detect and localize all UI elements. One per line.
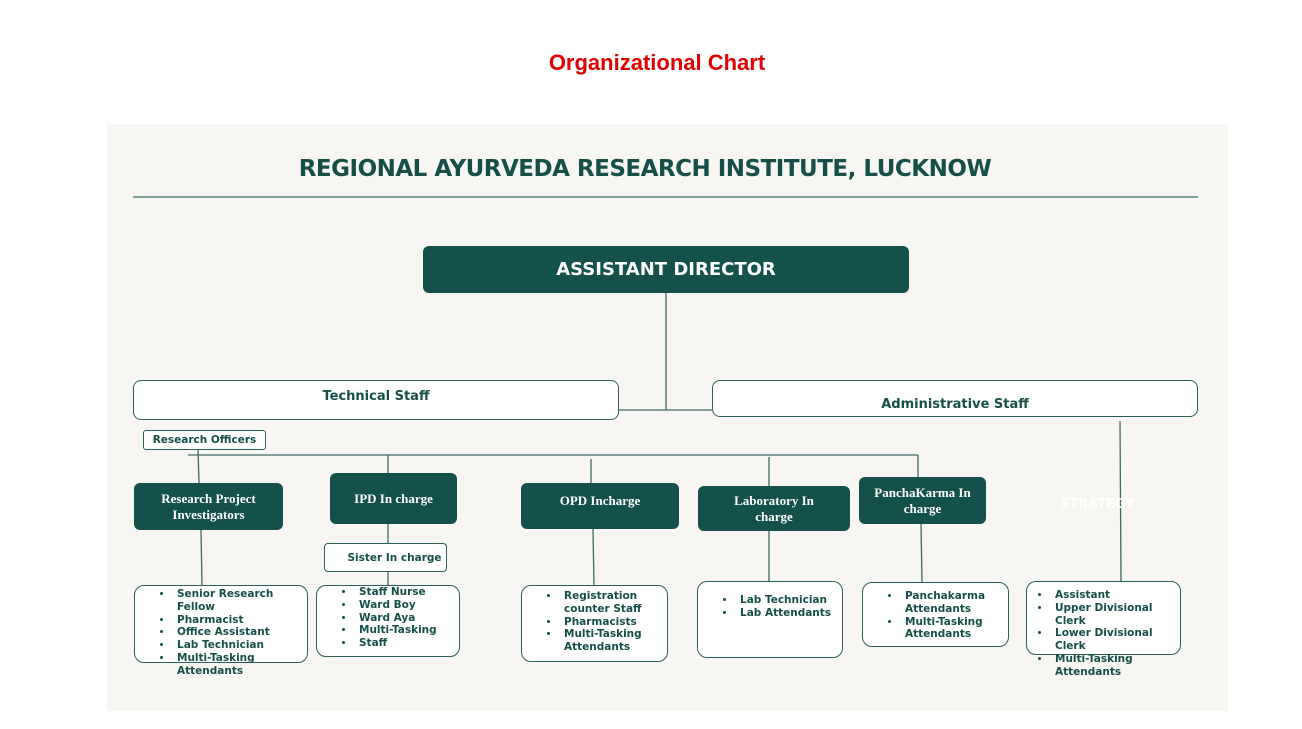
- list-item: Lower Divisional Clerk: [1051, 627, 1176, 653]
- list-item: Lab Attendants: [736, 607, 838, 620]
- connector: [592, 528, 595, 586]
- unit-box-laboratory: Laboratory In charge: [698, 486, 850, 531]
- list-item: Ward Boy: [355, 599, 455, 612]
- list-item: Multi-Tasking Attendants: [901, 616, 1004, 642]
- administrative-staff-box: Administrative Staff: [712, 380, 1198, 417]
- watermark: STRATEGY: [1060, 497, 1135, 512]
- unit-box-opd: OPD Incharge: [521, 483, 679, 529]
- unit-box-ipd: IPD In charge: [330, 473, 457, 524]
- unit-box-panchakarma: PanchaKarma In charge: [859, 477, 986, 524]
- unit-box-research-project: Research Project Investigators: [134, 483, 283, 530]
- list-item: Assistant: [1051, 589, 1176, 602]
- list-item: Multi-Tasking Attendants: [560, 628, 663, 654]
- list-item: Ward Aya: [355, 612, 455, 625]
- list-administrative: Assistant Upper Divisional Clerk Lower D…: [1026, 581, 1181, 678]
- list-item: Panchakarma Attendants: [901, 590, 1004, 616]
- sister-in-charge-box: Sister In charge: [324, 543, 447, 572]
- connector: [200, 529, 203, 586]
- list-laboratory: Lab Technician Lab Attendants: [697, 581, 843, 658]
- institute-heading: REGIONAL AYURVEDA RESEARCH INSTITUTE, LU…: [298, 156, 992, 182]
- connector: [920, 523, 923, 583]
- list-item: Pharmacist: [173, 614, 303, 627]
- list-research-project: Senior Research Fellow Pharmacist Office…: [134, 585, 308, 677]
- list-item: Multi-Tasking Attendants: [1051, 653, 1176, 679]
- list-opd: Registration counter Staff Pharmacists M…: [521, 585, 668, 662]
- list-item: Upper Divisional Clerk: [1051, 602, 1176, 628]
- list-item: Lab Technician: [736, 594, 838, 607]
- list-item: Lab Technician: [173, 639, 303, 652]
- assistant-director-box: ASSISTANT DIRECTOR: [423, 246, 909, 293]
- list-item: Office Assistant: [173, 626, 303, 639]
- list-item: Senior Research Fellow: [173, 588, 303, 614]
- list-item: Staff Nurse: [355, 586, 455, 599]
- list-item: Staff: [355, 637, 455, 650]
- list-item: Registration counter Staff: [560, 590, 663, 616]
- page-title: Organizational Chart: [548, 50, 766, 75]
- connector: [1119, 420, 1122, 582]
- list-item: Multi-Tasking: [355, 624, 455, 637]
- list-panchakarma: Panchakarma Attendants Multi-Tasking Att…: [862, 582, 1009, 647]
- list-item: Multi-Tasking Attendants: [173, 652, 303, 678]
- technical-staff-box: Technical Staff: [133, 380, 619, 420]
- connector: [197, 449, 200, 484]
- list-ipd: Staff Nurse Ward Boy Ward Aya Multi-Task…: [316, 585, 460, 657]
- research-officers-box: Research Officers: [143, 430, 266, 450]
- list-item: Pharmacists: [560, 616, 663, 629]
